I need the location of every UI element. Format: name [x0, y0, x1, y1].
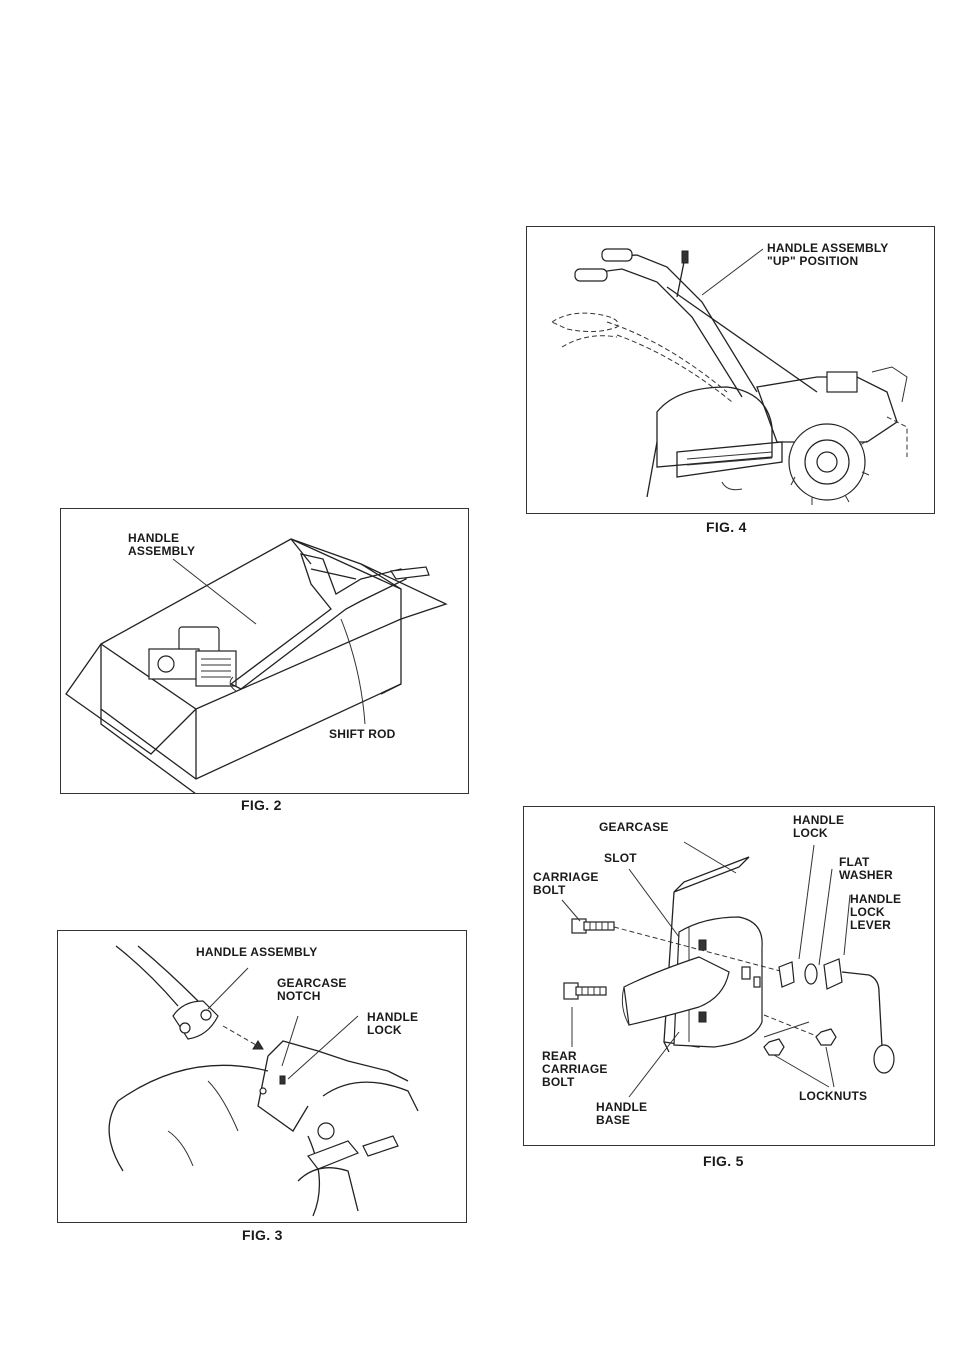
fig3-frame: HANDLE ASSEMBLY GEARCASE NOTCH HANDLE LO… [57, 930, 467, 1223]
fig4-handle-up-label: HANDLE ASSEMBLY "UP" POSITION [767, 242, 888, 268]
fig3-handle-lock-label: HANDLE LOCK [367, 1011, 418, 1037]
fig5-slot-label: SLOT [604, 852, 637, 865]
fig5-rear-carriage-bolt-label: REAR CARRIAGE BOLT [542, 1050, 608, 1089]
fig2-frame: HANDLE ASSEMBLY SHIFT ROD [60, 508, 469, 794]
fig4-tiller-illustration [527, 227, 934, 513]
fig5-handle-base-label: HANDLE BASE [596, 1101, 647, 1127]
fig5-gearcase-label: GEARCASE [599, 821, 669, 834]
fig2-shift-rod-label: SHIFT ROD [329, 728, 395, 741]
fig5-frame: GEARCASE HANDLE LOCK SLOT FLAT WASHER CA… [523, 806, 935, 1146]
fig2-handle-assembly-label: HANDLE ASSEMBLY [128, 532, 195, 558]
fig4-frame: HANDLE ASSEMBLY "UP" POSITION [526, 226, 935, 514]
fig2-caption: FIG. 2 [241, 797, 282, 813]
fig5-flat-washer-label: FLAT WASHER [839, 856, 893, 882]
fig3-handle-assembly-label: HANDLE ASSEMBLY [196, 946, 317, 959]
fig5-locknuts-label: LOCKNUTS [799, 1090, 867, 1103]
fig5-handle-lock-label: HANDLE LOCK [793, 814, 844, 840]
fig2-carton-illustration [61, 509, 468, 793]
fig3-gearcase-notch-label: GEARCASE NOTCH [277, 977, 347, 1003]
fig5-handle-lock-lever-label: HANDLE LOCK LEVER [850, 893, 901, 932]
fig4-caption: FIG. 4 [706, 519, 747, 535]
fig3-handle-install-illustration [58, 931, 466, 1222]
fig5-carriage-bolt-label: CARRIAGE BOLT [533, 871, 599, 897]
fig3-caption: FIG. 3 [242, 1227, 283, 1243]
fig5-caption: FIG. 5 [703, 1153, 744, 1169]
